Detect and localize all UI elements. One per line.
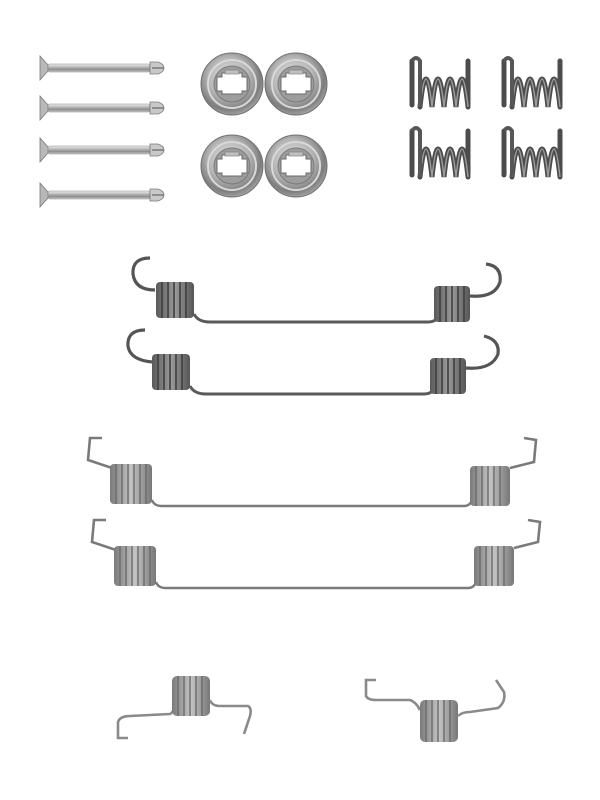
compression-springs: [412, 58, 560, 177]
compression-spring: [504, 128, 560, 177]
retainer-cup: [264, 52, 328, 116]
hold-down-pin: [39, 55, 165, 81]
small-spring-left: [116, 676, 252, 740]
compression-spring: [412, 128, 468, 177]
return-spring-upper-1: [131, 256, 502, 324]
retainer-cup: [200, 52, 264, 116]
hold-down-pin: [39, 95, 165, 121]
hold-down-pin: [39, 137, 165, 163]
hold-down-pin: [39, 182, 165, 208]
retainer-cup: [200, 134, 264, 198]
compression-spring: [412, 58, 468, 107]
small-spring-right: [364, 678, 506, 742]
compression-spring: [504, 58, 560, 107]
return-spring-upper-2: [126, 328, 500, 396]
retainer-cup: [264, 134, 328, 198]
retainer-cups: [200, 52, 328, 198]
hold-down-pins: [39, 55, 165, 208]
return-spring-lower-2: [90, 518, 542, 590]
return-spring-lower-1: [86, 436, 538, 508]
